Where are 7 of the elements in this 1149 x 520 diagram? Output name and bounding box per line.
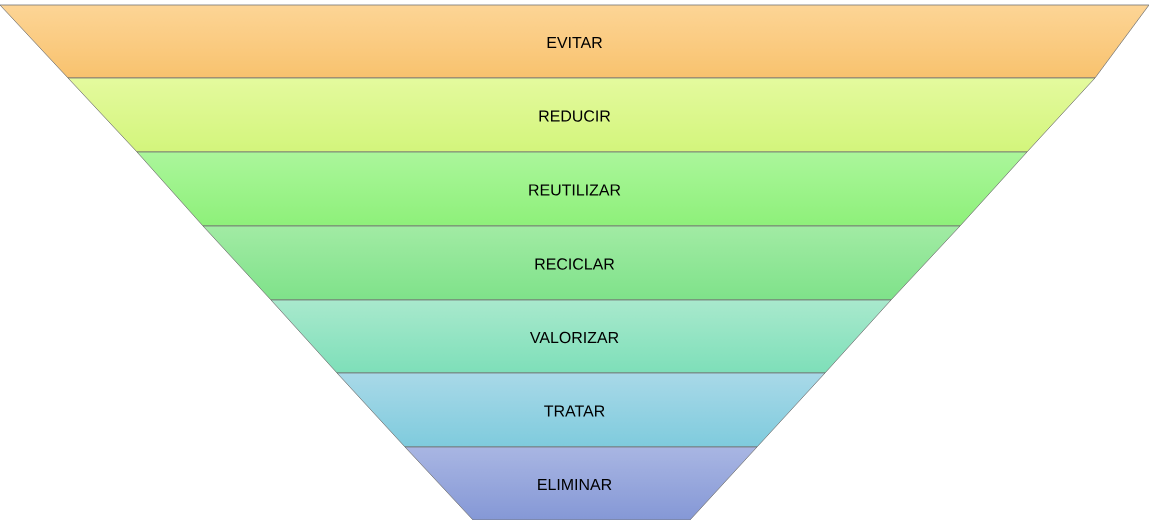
- funnel-band: REUTILIZAR: [136, 151, 1028, 227]
- funnel-band: ELIMINAR: [404, 446, 758, 520]
- funnel-band: VALORIZAR: [270, 299, 892, 374]
- funnel-band: RECICLAR: [202, 225, 961, 301]
- funnel-band: TRATAR: [336, 372, 826, 448]
- funnel-band: EVITAR: [0, 4, 1149, 79]
- funnel-band: REDUCIR: [67, 77, 1096, 153]
